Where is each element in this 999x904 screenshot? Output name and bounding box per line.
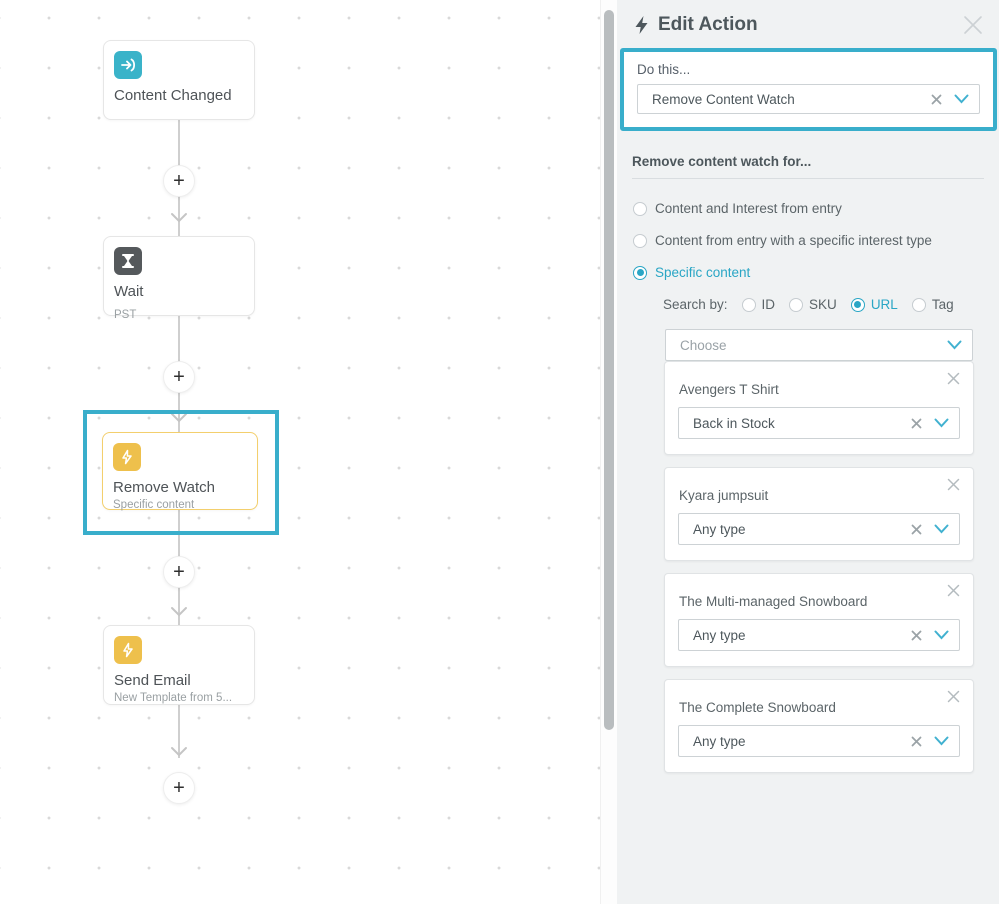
panel-scrollbar-thumb[interactable] (604, 10, 614, 730)
panel-scrollbar-track[interactable] (600, 0, 617, 904)
node-content-changed[interactable]: Content Changed (103, 40, 255, 120)
watch-for-radio-group: Content and Interest from entry Content … (633, 201, 999, 280)
add-step-button-3[interactable]: + (163, 556, 195, 588)
clear-icon[interactable] (911, 524, 922, 535)
arrow-down-icon (171, 607, 187, 617)
search-by-group: Search by: ID SKU URL Tag (663, 297, 954, 312)
search-by-label: Search by: (663, 297, 728, 312)
do-this-highlight-box: Do this... Remove Content Watch (620, 48, 997, 131)
chevron-down-icon[interactable] (947, 340, 962, 350)
workflow-canvas[interactable]: + + + + Content Changed Wait PST Remove … (0, 0, 600, 904)
clear-icon[interactable] (911, 630, 922, 641)
content-item-name: The Complete Snowboard (679, 700, 836, 715)
hourglass-icon (114, 247, 142, 275)
add-step-button-2[interactable]: + (163, 361, 195, 393)
arrow-down-icon (171, 213, 187, 223)
radio-tag[interactable] (911, 297, 926, 312)
radio-sku[interactable] (789, 297, 804, 312)
chevron-down-icon[interactable] (954, 94, 969, 104)
node-remove-watch[interactable]: Remove Watch Specific content (102, 432, 258, 511)
close-icon[interactable] (961, 13, 985, 37)
chevron-down-icon[interactable] (934, 736, 949, 746)
content-item-card: Kyara jumpsuit Any type (664, 467, 974, 561)
do-this-label: Do this... (637, 62, 691, 77)
bolt-icon (635, 16, 648, 34)
content-item-name: The Multi-managed Snowboard (679, 594, 868, 609)
chevron-down-icon[interactable] (934, 418, 949, 428)
node-subtitle: Specific content (113, 499, 195, 511)
remove-item-icon[interactable] (947, 690, 960, 703)
action-select[interactable]: Remove Content Watch (637, 84, 980, 114)
content-item-card: Avengers T Shirt Back in Stock (664, 361, 974, 455)
radio-id[interactable] (741, 297, 756, 312)
radio-content-and-interest[interactable]: Content and Interest from entry (633, 201, 999, 216)
content-item-card: The Multi-managed Snowboard Any type (664, 573, 974, 667)
radio-icon[interactable] (633, 233, 647, 248)
radio-specific-content[interactable]: Specific content (633, 265, 999, 280)
add-step-button-1[interactable]: + (163, 165, 195, 197)
clear-icon[interactable] (911, 418, 922, 429)
clear-icon[interactable] (931, 94, 942, 105)
content-item-name: Kyara jumpsuit (679, 488, 769, 503)
choose-content-select[interactable]: Choose (665, 329, 973, 361)
radio-url-selected[interactable] (850, 297, 865, 312)
node-title: Wait (114, 283, 144, 300)
node-title: Content Changed (114, 87, 232, 104)
node-wait[interactable]: Wait PST (103, 236, 255, 321)
node-selection-outline (83, 410, 279, 535)
content-item-card: The Complete Snowboard Any type (664, 679, 974, 773)
panel-header: Edit Action (617, 0, 999, 47)
divider (632, 178, 984, 179)
watch-type-select[interactable]: Any type (678, 725, 960, 757)
bolt-icon (114, 636, 142, 664)
watch-type-select[interactable]: Back in Stock (678, 407, 960, 439)
section-title: Remove content watch for... (632, 154, 812, 169)
arrow-down-icon (171, 747, 187, 757)
watch-type-select[interactable]: Any type (678, 513, 960, 545)
add-step-button-4[interactable]: + (163, 772, 195, 804)
radio-content-specific-interest[interactable]: Content from entry with a specific inter… (633, 233, 999, 248)
choose-placeholder: Choose (680, 337, 727, 353)
panel-title: Edit Action (658, 14, 758, 35)
remove-item-icon[interactable] (947, 584, 960, 597)
arrow-down-icon (171, 413, 187, 423)
bolt-icon (113, 443, 141, 471)
node-send-email[interactable]: Send Email New Template from 5... (103, 625, 255, 705)
node-title: Remove Watch (113, 479, 215, 496)
edit-action-panel: Edit Action Do this... Remove Content Wa… (617, 0, 999, 904)
remove-item-icon[interactable] (947, 372, 960, 385)
chevron-down-icon[interactable] (934, 630, 949, 640)
radio-selected-icon[interactable] (633, 265, 647, 280)
remove-item-icon[interactable] (947, 478, 960, 491)
clear-icon[interactable] (911, 736, 922, 747)
enter-icon (114, 51, 142, 79)
chevron-down-icon[interactable] (934, 524, 949, 534)
watch-type-select[interactable]: Any type (678, 619, 960, 651)
radio-icon[interactable] (633, 201, 647, 216)
action-select-value: Remove Content Watch (652, 91, 795, 107)
node-title: Send Email (114, 672, 191, 689)
node-subtitle: New Template from 5... (114, 692, 233, 704)
node-subtitle: PST (114, 309, 137, 321)
content-item-name: Avengers T Shirt (679, 382, 779, 397)
